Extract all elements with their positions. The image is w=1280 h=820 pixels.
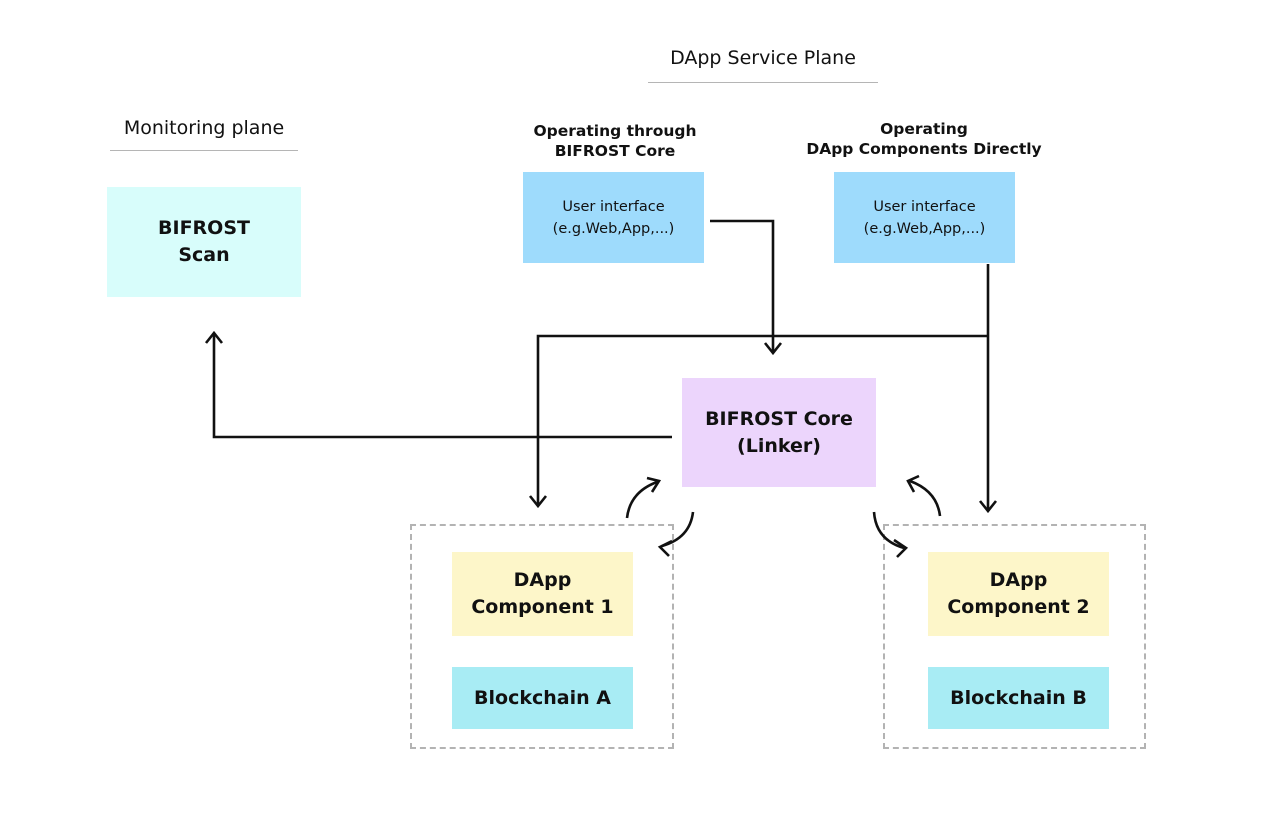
direct-group-heading: Operating DApp Components Directly: [794, 119, 1054, 159]
connector-core-to-scan: [212, 333, 672, 439]
connector-core-ui-to-core: [710, 219, 775, 352]
blockchain-a-box[interactable]: Blockchain A: [452, 667, 633, 729]
core-group-heading-line1: Operating through: [533, 122, 697, 140]
core-ui-label-line1: User interface: [562, 198, 665, 215]
direct-ui-label-line2: (e.g.Web,App,...): [863, 220, 986, 237]
service-plane-title: DApp Service Plane: [670, 47, 856, 69]
bifrost-scan-label-line1: BIFROST: [158, 217, 250, 239]
arrowhead-core-ui-to-core: [763, 342, 783, 356]
blockchain-b-label: Blockchain B: [950, 686, 1087, 709]
bifrost-core-label-line2: (Linker): [737, 434, 821, 457]
dapp-component-2-label-line2: Component 2: [947, 596, 1090, 618]
sync-arrow-component-2-to-core: [909, 479, 942, 517]
dapp-component-1-label-line2: Component 1: [471, 596, 614, 618]
core-group-heading: Operating through BIFROST Core: [500, 121, 730, 161]
arrowhead-component-2-to-core: [906, 474, 920, 493]
sync-arrow-component-1-to-core: [625, 480, 658, 519]
direct-ui-label-line1: User interface: [873, 198, 976, 215]
bifrost-scan-label-line2: Scan: [178, 244, 230, 266]
arrowhead-core-to-component-2: [893, 538, 909, 558]
direct-group-heading-line1: Operating: [880, 120, 968, 138]
arrowhead-direct-to-component-2: [978, 500, 998, 514]
core-group-heading-line2: BIFROST Core: [554, 142, 676, 160]
sync-arrow-core-to-component-2: [872, 511, 905, 550]
monitoring-plane-rule: [110, 150, 298, 151]
dapp-component-1-box[interactable]: DApp Component 1: [452, 552, 633, 636]
dapp-component-1-label-line1: DApp: [513, 569, 572, 591]
direct-user-interface-box[interactable]: User interface (e.g.Web,App,...): [834, 172, 1015, 263]
blockchain-b-box[interactable]: Blockchain B: [928, 667, 1109, 729]
monitoring-plane-title: Monitoring plane: [123, 117, 285, 139]
arrowhead-core-to-component-1: [657, 539, 673, 557]
sync-arrow-core-to-component-1: [661, 511, 695, 548]
connector-direct-to-component-1: [536, 334, 988, 505]
bifrost-scan-box[interactable]: BIFROST Scan: [107, 187, 301, 297]
dapp-component-2-box[interactable]: DApp Component 2: [928, 552, 1109, 636]
blockchain-a-label: Blockchain A: [474, 686, 611, 709]
arrowhead-direct-to-component-1: [528, 495, 548, 509]
core-ui-label-line2: (e.g.Web,App,...): [552, 220, 675, 237]
bifrost-core-box[interactable]: BIFROST Core (Linker): [682, 378, 876, 487]
arrowhead-component-1-to-core: [646, 476, 662, 493]
arrowhead-core-to-scan: [204, 330, 224, 344]
cluster-1-frame: [410, 524, 674, 749]
direct-group-heading-line2: DApp Components Directly: [806, 140, 1042, 158]
bifrost-core-label-line1: BIFROST Core: [705, 407, 853, 430]
service-plane-rule: [648, 82, 878, 83]
core-user-interface-box[interactable]: User interface (e.g.Web,App,...): [523, 172, 704, 263]
dapp-component-2-label-line1: DApp: [989, 569, 1048, 591]
cluster-2-frame: [883, 524, 1146, 749]
